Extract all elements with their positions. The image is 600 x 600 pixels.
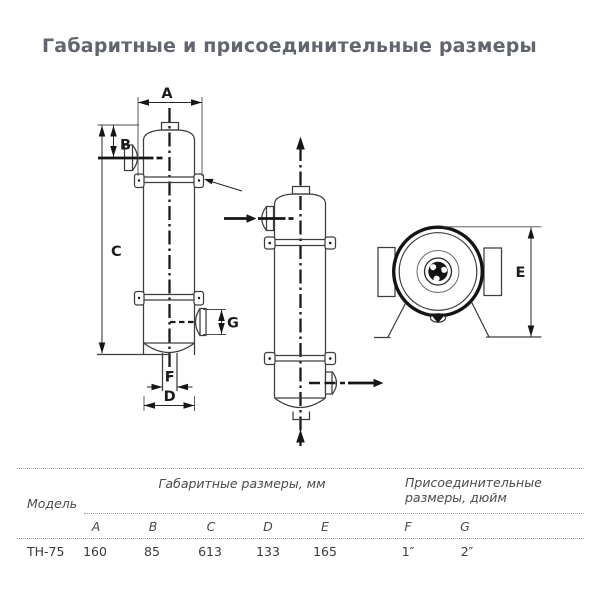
table-header-rule: [17, 538, 584, 539]
center-hub: [428, 261, 448, 282]
dimension-c-label: C: [111, 244, 122, 260]
model-column-header: Модель: [27, 496, 78, 511]
left-side-view-drawing: A B C G F: [97, 86, 243, 411]
vessel-outline-middle: [273, 185, 327, 421]
dimension-g: G: [203, 309, 239, 335]
value-d: 133: [256, 544, 280, 559]
flow-centerline: [296, 136, 305, 446]
lower-clamp-middle: [263, 351, 337, 366]
dimension-a-label: A: [161, 86, 173, 102]
right-clamp-tab: [483, 247, 503, 297]
dimension-d: D: [143, 389, 195, 411]
column-header-b: B: [148, 519, 158, 534]
dimension-e: E: [443, 226, 542, 337]
value-a: 160: [83, 544, 107, 559]
dimension-f: F: [147, 370, 193, 391]
column-header-c: C: [206, 519, 216, 534]
dimension-c: C: [97, 125, 170, 356]
inlet-flow-arrow: [224, 214, 294, 223]
middle-side-view-drawing: [224, 136, 384, 446]
table-mid-rule: [84, 513, 584, 514]
value-g: 2″: [460, 544, 474, 559]
dimension-e-label: E: [516, 265, 526, 281]
lower-clamp: [133, 290, 205, 306]
upper-clamp-middle: [263, 236, 337, 250]
end-view-drawing: E: [374, 225, 542, 339]
support-legs: [374, 298, 542, 339]
dimension-drawing: A B C G F: [97, 86, 542, 446]
clamp-leader-arrow: [204, 178, 243, 192]
bottom-drain-end: [429, 313, 447, 323]
dimension-a: A: [137, 86, 203, 176]
value-f: 1″: [401, 544, 415, 559]
dimension-f-label: F: [165, 370, 175, 386]
dimension-g-label: G: [227, 316, 239, 332]
bottom-flow-in-arrow: [296, 429, 305, 443]
dimension-b-label: B: [120, 138, 131, 154]
column-header-f: F: [404, 519, 412, 534]
page-title: Габаритные и присоединительные размеры: [42, 35, 537, 57]
upper-clamp: [133, 173, 205, 189]
column-header-a: A: [91, 519, 101, 534]
dimension-b: B: [97, 124, 139, 157]
value-b: 85: [144, 544, 160, 559]
connections-group-header: Присоединительные размеры, дюйм: [405, 475, 542, 505]
dimensions-group-header: Габаритные размеры, мм: [158, 476, 326, 491]
outlet-flow-arrow: [309, 378, 384, 388]
column-header-d: D: [263, 519, 273, 534]
column-header-e: E: [321, 519, 329, 534]
model-value: ТН-75: [27, 544, 65, 559]
table-top-rule: [17, 468, 584, 469]
drain-port: [194, 307, 207, 337]
dimension-d-label: D: [164, 389, 176, 405]
column-header-g: G: [460, 519, 470, 534]
value-e: 165: [313, 544, 337, 559]
value-c: 613: [198, 544, 222, 559]
